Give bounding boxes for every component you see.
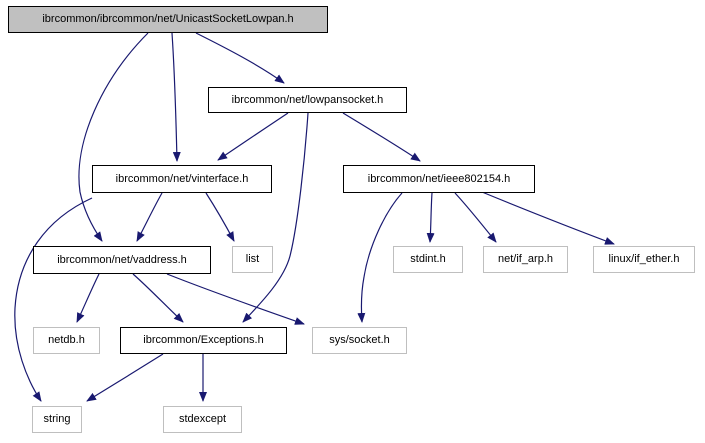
edge-lowpansocket-to-vinterface [217,112,289,161]
node-list: list [232,246,273,273]
edge-unicastsocketlowpan-to-vinterface [171,32,181,162]
edge-ieee802154-to-stdint [426,192,435,243]
edge-lowpansocket-to-exceptions [242,112,309,323]
node-ieee802154[interactable]: ibrcommon/net/ieee802154.h [343,165,535,193]
node-string: string [32,406,82,433]
edge-vinterface-to-list [205,192,235,242]
node-if_arp: net/if_arp.h [483,246,568,273]
edge-vinterface-to-string [14,197,93,402]
edge-vaddress-to-netdb [76,273,100,323]
edge-unicastsocketlowpan-to-lowpansocket [195,32,285,84]
edge-vinterface-to-vaddress [136,192,163,242]
node-stdexcept: stdexcept [163,406,242,433]
edge-ieee802154-to-if_arp [454,192,497,243]
node-stdint: stdint.h [393,246,463,273]
node-vaddress[interactable]: ibrcommon/net/vaddress.h [33,246,211,274]
node-lowpansocket[interactable]: ibrcommon/net/lowpansocket.h [208,87,407,113]
edge-exceptions-to-string [86,353,164,402]
edge-vaddress-to-sys_socket [166,273,305,325]
edge-vaddress-to-exceptions [132,273,184,323]
node-if_ether: linux/if_ether.h [593,246,695,273]
edge-ieee802154-to-if_ether [481,191,615,245]
node-exceptions[interactable]: ibrcommon/Exceptions.h [120,327,287,354]
node-unicastsocketlowpan: ibrcommon/ibrcommon/net/UnicastSocketLow… [8,6,328,33]
edge-lowpansocket-to-ieee802154 [342,112,421,162]
edge-ieee802154-to-sys_socket [357,192,403,323]
node-netdb: netdb.h [33,327,100,354]
node-vinterface[interactable]: ibrcommon/net/vinterface.h [92,165,272,193]
edge-unicastsocketlowpan-to-vaddress [78,32,149,242]
node-sys_socket: sys/socket.h [312,327,407,354]
